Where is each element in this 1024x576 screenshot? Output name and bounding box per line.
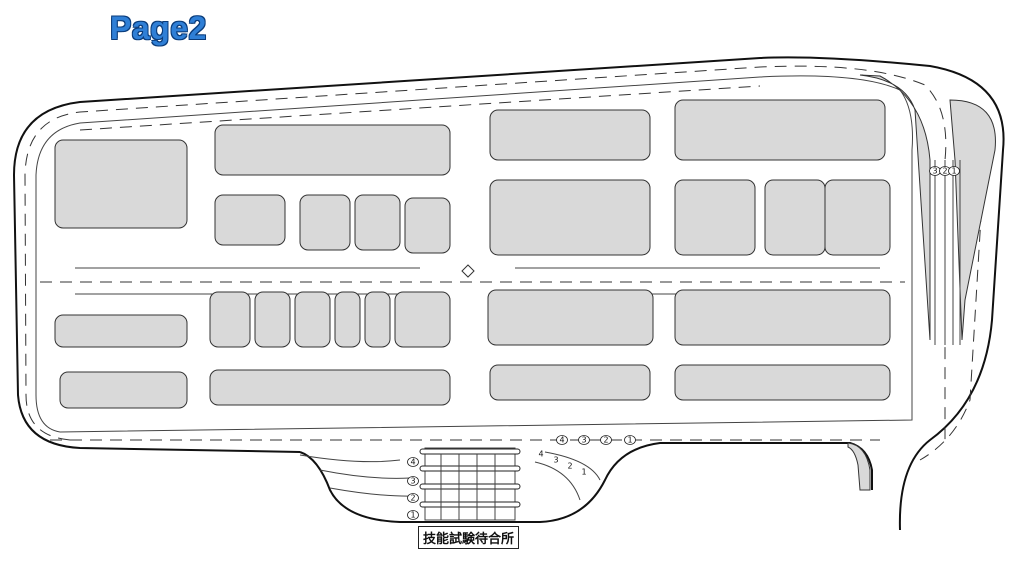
course-block bbox=[364, 291, 391, 348]
lane-dashed-outer bbox=[24, 65, 947, 441]
lane-number-waiting: 3 bbox=[407, 476, 419, 486]
lane-number-waiting: 4 bbox=[407, 457, 419, 467]
lane-number-right: 3 bbox=[929, 166, 941, 176]
course-block bbox=[674, 99, 886, 161]
lane-number-curve: 2 bbox=[567, 462, 572, 471]
svg-text:2: 2 bbox=[942, 167, 947, 176]
course-block bbox=[209, 369, 451, 406]
svg-text:1: 1 bbox=[581, 468, 586, 477]
course-inner-line bbox=[35, 75, 913, 433]
course-outer-boundary bbox=[12, 56, 1005, 531]
svg-text:4: 4 bbox=[559, 436, 564, 445]
course-block bbox=[59, 371, 188, 409]
course-block bbox=[394, 291, 451, 348]
lane-number-right: 1 bbox=[948, 166, 960, 176]
right-gray-area bbox=[859, 74, 931, 341]
course-block bbox=[254, 291, 291, 348]
course-block bbox=[214, 194, 286, 246]
course-block bbox=[214, 124, 451, 176]
course-block bbox=[299, 194, 351, 251]
svg-text:1: 1 bbox=[410, 511, 415, 520]
lane-number-bottom: 2 bbox=[600, 435, 612, 445]
waiting-area-lanes bbox=[299, 447, 601, 521]
lane-dashed-top bbox=[79, 85, 761, 131]
course-block bbox=[489, 364, 651, 401]
center-diamond-marker bbox=[461, 264, 475, 278]
svg-text:3: 3 bbox=[553, 456, 558, 465]
course-block bbox=[764, 179, 826, 256]
bottom-right-gray bbox=[847, 442, 871, 491]
lane-number-waiting: 2 bbox=[407, 493, 419, 503]
svg-text:3: 3 bbox=[410, 477, 415, 486]
lane-number-waiting: 1 bbox=[407, 510, 419, 520]
course-block bbox=[489, 179, 651, 256]
lane-number-curve: 1 bbox=[581, 468, 586, 477]
course-block bbox=[334, 291, 361, 348]
svg-text:3: 3 bbox=[581, 436, 586, 445]
right-gray-strip bbox=[949, 99, 996, 341]
svg-text:2: 2 bbox=[603, 436, 608, 445]
course-block bbox=[674, 179, 756, 256]
course-block bbox=[209, 291, 251, 348]
svg-text:1: 1 bbox=[627, 436, 632, 445]
lane-number-curve: 4 bbox=[538, 450, 543, 459]
course-block bbox=[487, 289, 654, 346]
lane-number-bottom: 3 bbox=[578, 435, 590, 445]
svg-text:1: 1 bbox=[951, 167, 956, 176]
course-block bbox=[674, 289, 891, 346]
waiting-area-label: 技能試験待合所 bbox=[418, 526, 520, 549]
svg-text:2: 2 bbox=[410, 494, 415, 503]
course-bottom-boundary bbox=[299, 442, 873, 523]
svg-text:3: 3 bbox=[932, 167, 937, 176]
lane-dashed-right bbox=[919, 149, 986, 461]
course-block bbox=[294, 291, 331, 348]
course-block bbox=[54, 139, 188, 229]
course-block bbox=[404, 197, 451, 254]
course-block bbox=[54, 314, 188, 348]
course-block bbox=[354, 194, 401, 251]
course-block bbox=[674, 364, 891, 401]
svg-text:4: 4 bbox=[538, 450, 543, 459]
page-title: Page2 bbox=[110, 10, 207, 46]
lane-number-bottom: 4 bbox=[556, 435, 568, 445]
course-block bbox=[489, 109, 651, 161]
svg-text:4: 4 bbox=[410, 458, 415, 467]
lane-number-curve: 3 bbox=[553, 456, 558, 465]
svg-text:2: 2 bbox=[567, 462, 572, 471]
lane-number-bottom: 1 bbox=[624, 435, 636, 445]
course-block bbox=[824, 179, 891, 256]
